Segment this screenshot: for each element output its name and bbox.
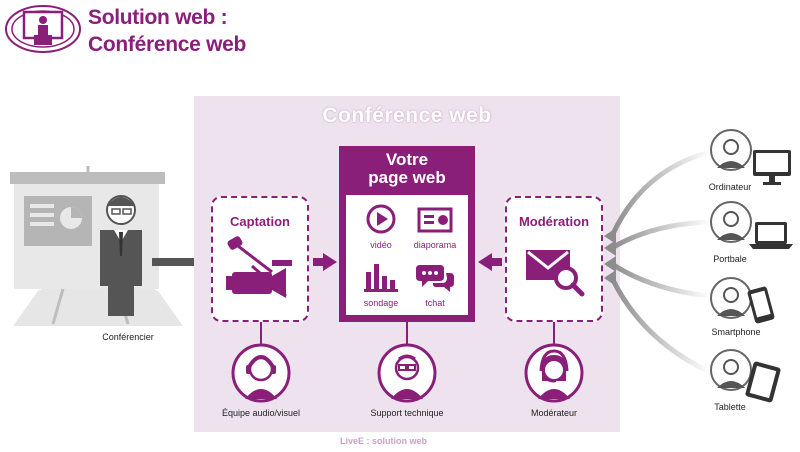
device-label-computer: Ordinateur xyxy=(708,182,752,192)
technical-support-avatar-icon xyxy=(377,343,437,403)
presenter-label: Conférencier xyxy=(102,332,154,342)
arrow-left-icon xyxy=(478,253,502,271)
chat-bubbles-icon xyxy=(416,265,454,292)
slideshow-icon xyxy=(417,207,453,233)
device-connection-arrows xyxy=(604,149,712,375)
moderator-label: Modérateur xyxy=(530,408,578,418)
audio-visual-team-label: Équipe audio/visuel xyxy=(221,408,301,418)
feature-label-video: vidéo xyxy=(370,240,392,250)
feature-label-poll: sondage xyxy=(363,298,399,308)
camera-microphone-icon xyxy=(226,236,292,298)
conference-logo-icon xyxy=(5,5,81,53)
laptop-user-icon xyxy=(710,201,793,249)
smartphone-user-icon xyxy=(710,277,775,324)
mail-search-icon xyxy=(526,250,585,297)
page-title: Solution web : Conférence web xyxy=(88,4,246,58)
technical-support-label: Support technique xyxy=(370,408,444,418)
web-page-features xyxy=(346,195,468,315)
device-label-laptop: Portbale xyxy=(713,254,747,264)
web-page-title-line-1: Votre xyxy=(385,150,429,169)
footer-brand: LiveE : solution web xyxy=(340,436,428,446)
feature-label-chat: tchat xyxy=(425,298,445,308)
captation-title: Captation xyxy=(230,214,290,229)
arrow-right-icon xyxy=(313,253,337,271)
connector-line xyxy=(406,322,408,344)
feature-label-slideshow: diaporama xyxy=(413,240,457,250)
device-label-smartphone: Smartphone xyxy=(711,327,761,337)
connector-line xyxy=(553,322,555,344)
captation-box: Captation xyxy=(211,196,309,322)
web-page-title: Votre page web xyxy=(339,151,475,187)
web-page-title-line-2: page web xyxy=(368,168,446,187)
moderation-title: Modération xyxy=(518,214,590,229)
computer-user-icon xyxy=(710,129,791,185)
device-label-tablet: Tablette xyxy=(714,402,746,412)
presenter-scene xyxy=(10,166,183,326)
video-play-icon xyxy=(366,204,396,234)
audio-visual-team-avatar-icon xyxy=(231,343,291,403)
panel-title: Conférence web xyxy=(322,104,492,127)
moderator-avatar-icon xyxy=(524,343,584,403)
poll-chart-icon xyxy=(364,264,398,292)
title-line-1: Solution web : xyxy=(88,6,228,29)
connector-line xyxy=(260,322,262,344)
title-line-2: Conférence web xyxy=(88,33,247,56)
tablet-user-icon xyxy=(710,349,781,403)
